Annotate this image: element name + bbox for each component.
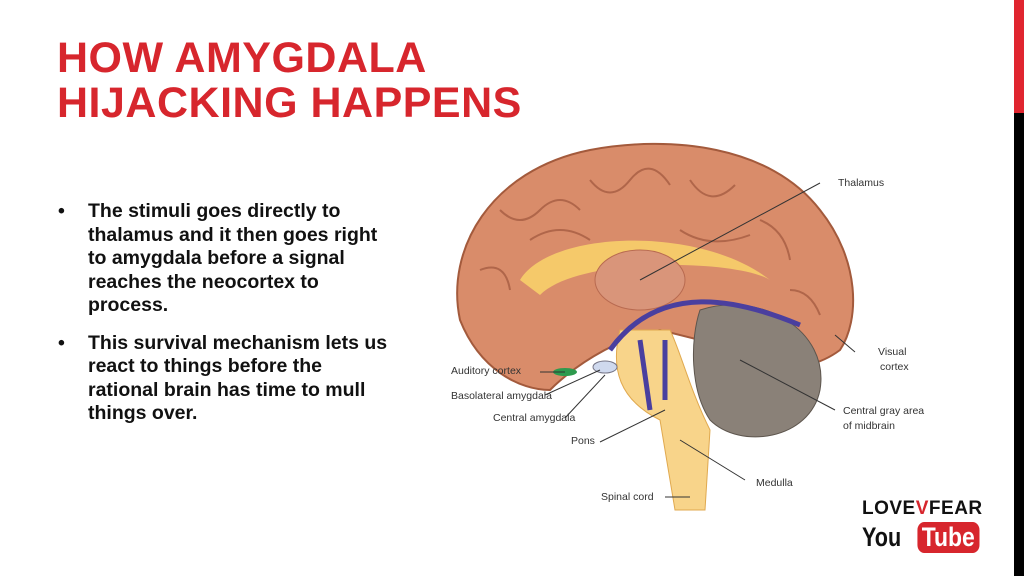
- brand-love: LOVE: [862, 498, 916, 519]
- corpus-callosum: [520, 240, 770, 295]
- label-visual-cortex: Visual: [878, 346, 907, 358]
- label-visual-cortex-2: cortex: [880, 361, 909, 373]
- lovevfear-youtube-logo: LOVEVFEAR You Tube: [862, 498, 1012, 553]
- accent-bar-black: [1014, 113, 1024, 576]
- label-medulla: Medulla: [756, 477, 793, 489]
- label-basolateral-amygdala: Basolateral amygdala: [451, 390, 552, 402]
- bullet-item: • The stimuli goes directly to thalamus a…: [58, 200, 388, 318]
- label-auditory-cortex: Auditory cortex: [451, 365, 522, 377]
- title-line-1: HOW AMYGDALA: [57, 34, 427, 82]
- label-pons: Pons: [571, 435, 595, 447]
- brain-diagram: [456, 142, 856, 511]
- leader-lines: [540, 182, 856, 498]
- youtube-tube: Tube: [917, 522, 980, 553]
- accent-bar-red: [1014, 0, 1024, 113]
- bullet-icon: •: [58, 200, 65, 222]
- brand-text: LOVEVFEAR: [862, 498, 1012, 520]
- brand-v: V: [915, 498, 929, 519]
- label-central-gray-2: of midbrain: [843, 420, 895, 432]
- label-thalamus: Thalamus: [838, 177, 885, 189]
- youtube-logo: You Tube: [862, 522, 1012, 553]
- brand-fear: FEAR: [928, 498, 983, 519]
- label-central-gray: Central gray area: [843, 405, 925, 417]
- title-line-2: HIJACKING HAPPENS: [57, 79, 522, 127]
- label-spinal-cord: Spinal cord: [601, 491, 654, 503]
- brainstem: [615, 329, 711, 511]
- bullet-list: • The stimuli goes directly to thalamus a…: [58, 200, 388, 440]
- label-central-amygdala: Central amygdala: [493, 412, 576, 424]
- bullet-text: This survival mechanism lets us react to…: [88, 331, 388, 425]
- pathway-arrows: [607, 299, 801, 411]
- bullet-icon: •: [58, 331, 65, 354]
- youtube-you: You: [862, 522, 902, 552]
- bullet-text: The stimuli goes directly to thalamus an…: [88, 200, 378, 316]
- bullet-item: • This survival mechanism lets us react …: [58, 332, 388, 426]
- slide-title: HOW AMYGDALA HIJACKING HAPPENS: [57, 36, 522, 126]
